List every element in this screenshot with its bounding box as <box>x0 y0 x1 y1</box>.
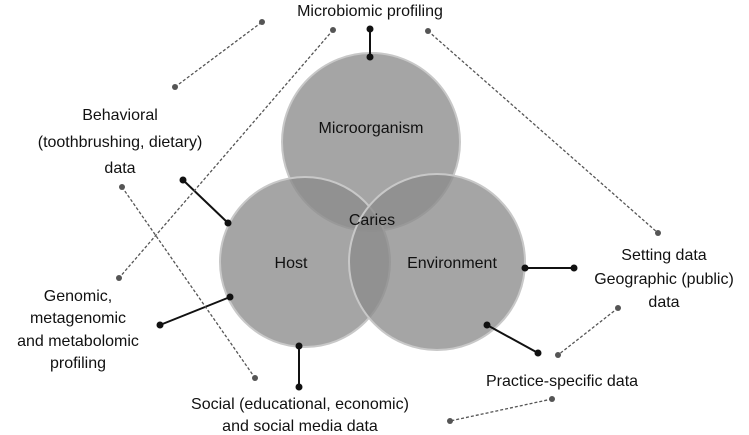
setting-label-line-2: Geographic (public) <box>594 271 734 288</box>
setting-connector <box>521 264 578 272</box>
venn-circles <box>219 52 526 351</box>
dashed-line-top-left <box>172 19 265 90</box>
solid-connectors <box>156 25 578 391</box>
genomic-label-line-3: and metabolomic <box>17 333 139 350</box>
social-label: Social (educational, economic) and socia… <box>191 396 409 435</box>
setting-label-line-1: Setting data <box>621 247 707 264</box>
microorganism-label: Microorganism <box>319 120 424 137</box>
practice-specific-label: Practice-specific data <box>486 373 638 390</box>
dashed-line-microbiomic-to-genomic <box>116 27 336 281</box>
genomic-label-line-1: Genomic, <box>44 288 112 305</box>
environment-circle <box>348 173 526 351</box>
behavioral-label: Behavioral (toothbrushing, dietary) data <box>38 107 203 177</box>
host-label: Host <box>275 255 308 272</box>
social-connector <box>295 342 303 391</box>
behavioral-label-line-3: data <box>104 160 135 177</box>
setting-label: Setting data Geographic (public) data <box>594 247 734 311</box>
genomic-label: Genomic, metagenomic and metabolomic pro… <box>17 288 139 372</box>
dashed-line-practice-to-social <box>447 396 555 424</box>
environment-label: Environment <box>407 255 497 272</box>
dashed-line-behavioral-to-social <box>119 184 258 381</box>
behavioral-label-line-1: Behavioral <box>82 107 158 124</box>
behavioral-connector <box>179 176 232 227</box>
practice-connector <box>483 321 542 357</box>
genomic-connector <box>156 293 234 329</box>
genomic-label-line-4: profiling <box>50 355 106 372</box>
caries-center-label: Caries <box>349 212 395 229</box>
dashed-line-setting-to-practice <box>555 305 621 358</box>
microorganism-connector <box>366 25 374 61</box>
behavioral-label-line-2: (toothbrushing, dietary) <box>38 134 203 151</box>
genomic-label-line-2: metagenomic <box>30 310 126 327</box>
dashed-connectors <box>116 19 661 424</box>
microbiomic-profiling-label: Microbiomic profiling <box>297 3 443 20</box>
social-label-line-1: Social (educational, economic) <box>191 396 409 413</box>
social-label-line-2: and social media data <box>222 418 378 435</box>
setting-label-line-3: data <box>648 294 679 311</box>
dashed-line-microbiomic-to-setting <box>425 28 661 236</box>
